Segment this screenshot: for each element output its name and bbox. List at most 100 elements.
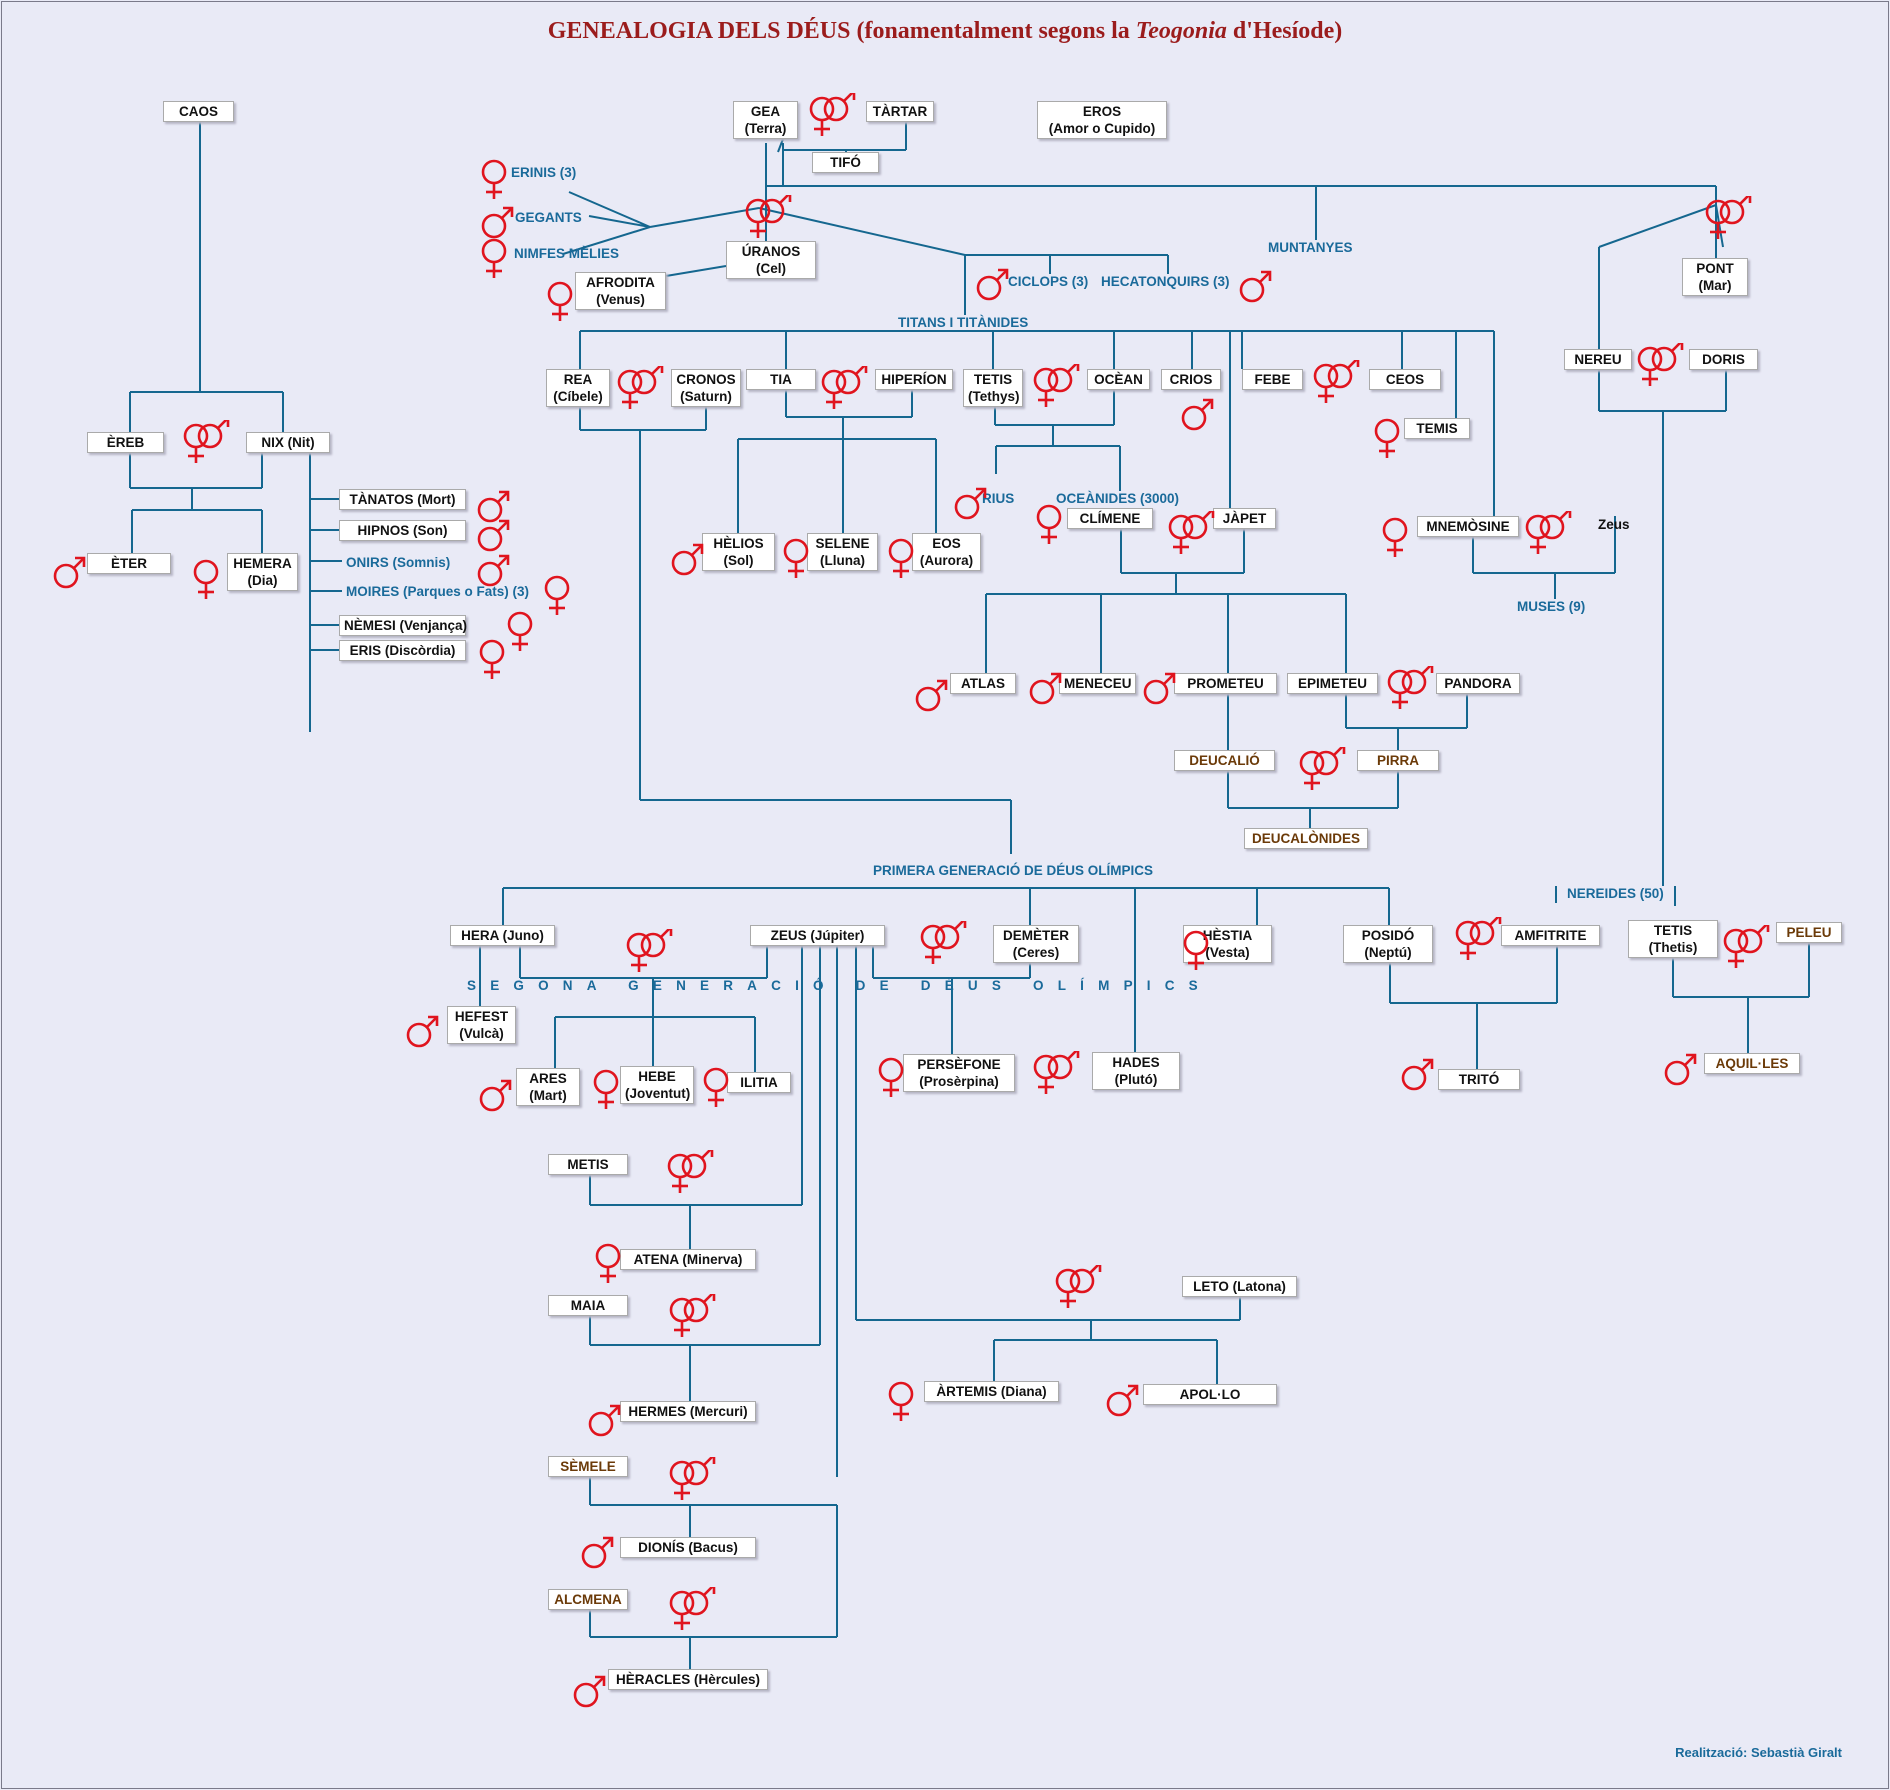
node-caos-name: CAOS [178,104,218,119]
node-heracles: HÈRACLES (Hèrcules) [608,1669,768,1690]
connector-line [649,207,760,228]
node-eter-name: ÈTER [110,556,147,571]
couple-symbol-icon [742,195,792,241]
node-ocean-name: OCÈAN [1094,372,1143,387]
node-tetis-t-alias: (Tethys) [968,389,1020,404]
couple-symbol-icon [1310,360,1360,406]
node-deucalio-name: DEUCALIÓ [1189,753,1260,768]
node-rea-name: REA [563,372,593,387]
male-symbol-icon [1142,666,1178,712]
connector-line [1715,204,1724,248]
connector-line [1598,204,1717,248]
node-hefest: HEFEST(Vulcà) [447,1006,516,1044]
node-hebe-name: HEBE [638,1069,676,1084]
node-amfitrite-name: AMFITRITE [1514,928,1587,943]
node-rea-alias: (Cíbele) [553,389,603,404]
label-muntanyes: MUNTANYES [1268,240,1353,255]
male-symbol-icon [476,484,512,530]
node-pont-name: PONT [1696,261,1734,276]
label-gegants: GEGANTS [515,210,582,225]
node-cronos: CRONOS(Saturn) [671,369,741,407]
label-segona-generacio: SEGONA GENERACIÓ DE DÉUS OLÍMPICS [467,978,1212,993]
node-afrodita-name: AFRODITA [586,275,655,290]
connector-line [568,191,651,228]
node-deucalio: DEUCALIÓ [1174,750,1275,771]
node-hipnos-name: HIPNOS (Son) [357,523,448,538]
node-caos: CAOS [163,101,234,122]
node-ocean: OCÈAN [1087,369,1150,390]
connector-line [758,207,966,256]
node-atena-name: ATENA (Minerva) [633,1252,743,1267]
male-symbol-icon [975,262,1011,308]
couple-symbol-icon [623,929,673,975]
male-symbol-icon [476,513,512,559]
couple-symbol-icon [1030,364,1080,410]
female-symbol-icon [541,574,577,620]
node-prometeu: PROMETEU [1174,673,1277,694]
node-tetis-n-alias: (Thetis) [1648,940,1698,955]
couple-symbol-icon [1522,511,1572,557]
node-semele: SÈMELE [548,1456,628,1477]
node-cronos-name: CRONOS [676,372,736,387]
node-tetis-t-name: TETIS [973,372,1013,387]
node-ares-name: ARES [529,1071,567,1086]
node-eros-alias: (Amor o Cupido) [1048,121,1156,136]
couple-symbol-icon [666,1587,716,1633]
label-rius: RIUS [982,491,1015,506]
couple-symbol-icon [666,1294,716,1340]
node-tetis-t: TETIS (Tethys) [963,369,1023,407]
male-symbol-icon [52,550,88,596]
node-prometeu-name: PROMETEU [1187,676,1264,691]
male-symbol-icon [480,200,516,246]
node-temis-name: TEMIS [1416,421,1458,436]
label-nimfes: NIMFES MÈLIES [514,246,620,261]
couple-symbol-icon [917,921,967,967]
node-posido-name: POSIDÓ [1361,928,1415,943]
node-alcmena: ALCMENA [548,1589,628,1610]
node-crios-name: CRIOS [1169,372,1213,387]
female-symbol-icon [1180,929,1216,975]
male-symbol-icon [1400,1052,1436,1098]
node-tartar: TÀRTAR [866,101,934,122]
male-symbol-icon [914,673,950,719]
node-ilitia: ILITIA [727,1072,791,1093]
node-tanatos-name: TÀNATOS (Mort) [349,492,456,507]
node-selene: SELENE(Lluna) [807,533,878,571]
node-ereb-name: ÈREB [106,435,145,450]
male-symbol-icon [1663,1047,1699,1093]
node-eris-name: ERIS (Discòrdia) [349,643,456,658]
node-hemera: HEMERA(Dia) [227,553,298,591]
node-peleu-name: PELEU [1786,925,1832,940]
female-symbol-icon [544,280,580,326]
node-ares: ARES(Mart) [516,1068,580,1106]
node-mnemosine-name: MNEMÒSINE [1426,519,1510,534]
node-leto: LETO (Latona) [1182,1276,1297,1297]
node-dionis-name: DIONÍS (Bacus) [638,1540,738,1555]
node-deucalonides-name: DEUCALÒNIDES [1251,831,1360,846]
node-tifo: TIFÓ [812,152,879,173]
node-aquiles: AQUIL·LES [1704,1053,1800,1074]
node-hemera-name: HEMERA [233,556,292,571]
node-hiperion-name: HIPERÍON [881,372,947,387]
female-symbol-icon [885,1380,921,1426]
node-tia-name: TIA [770,372,792,387]
node-tifo-name: TIFÓ [830,155,861,170]
node-gea-name: GEA [750,104,781,119]
node-eris: ERIS (Discòrdia) [339,640,466,661]
node-nemesi: NÈMESI (Venjança) [339,615,467,636]
node-hermes-name: HERMES (Mercuri) [628,1404,748,1419]
node-tetis-n: TETIS(Thetis) [1628,920,1718,958]
node-selene-alias: (Lluna) [820,553,865,568]
male-symbol-icon [476,548,512,594]
node-maia: MAIA [548,1295,628,1316]
node-atlas-name: ATLAS [961,676,1005,691]
node-hefest-alias: (Vulcà) [459,1026,504,1041]
male-symbol-icon [572,1669,608,1715]
label-nereides: NEREIDES (50) [1567,886,1664,901]
female-symbol-icon [1033,503,1069,549]
node-demeter: DEMÈTER(Ceres) [993,925,1079,963]
female-symbol-icon [478,237,514,283]
female-symbol-icon [875,1056,911,1102]
